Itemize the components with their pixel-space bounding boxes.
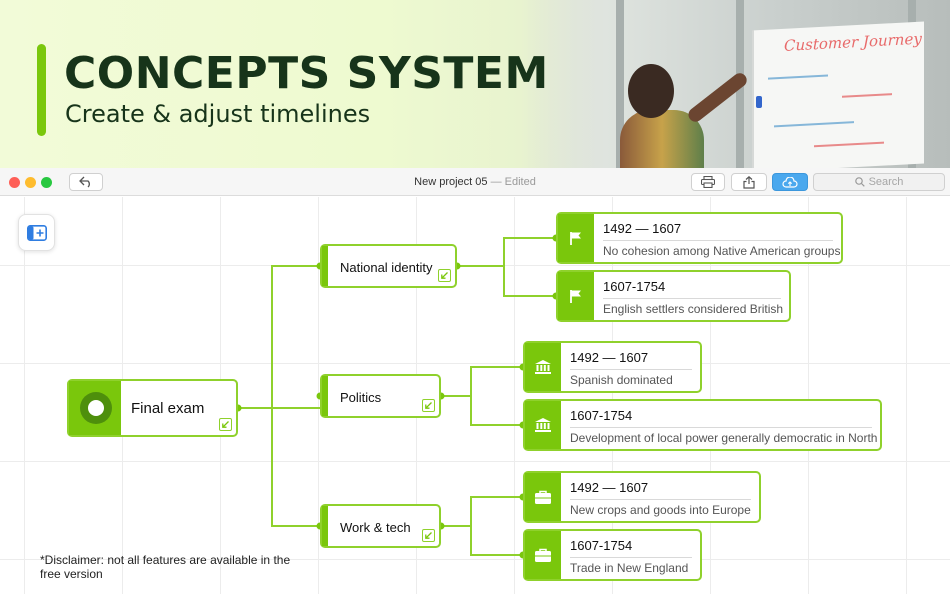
search-field[interactable]: Search <box>813 173 945 191</box>
branch-node-national-identity[interactable]: National identity <box>320 244 457 288</box>
share-icon <box>743 175 755 189</box>
target-icon <box>80 392 112 424</box>
photo-window-frame <box>616 0 624 168</box>
leaf-divider <box>570 557 692 558</box>
flag-icon <box>570 232 581 245</box>
hero-title: CONCEPTS SYSTEM <box>64 48 549 99</box>
minimize-window-button[interactable] <box>25 177 36 188</box>
undo-icon <box>79 176 90 188</box>
branch-node-edge <box>322 246 328 286</box>
project-name: New project 05 <box>414 176 488 188</box>
zoom-window-button[interactable] <box>41 177 52 188</box>
search-icon <box>854 177 865 187</box>
bank-icon <box>535 360 551 374</box>
leaf-divider <box>603 298 781 299</box>
leaf-divider <box>570 369 692 370</box>
leaf-description: Trade in New England <box>570 561 689 575</box>
leaf-title: 1492 — 1607 <box>603 221 682 236</box>
leaf-icon-column <box>525 401 561 449</box>
leaf-icon-column <box>525 343 561 391</box>
leaf-icon-column <box>525 531 561 579</box>
briefcase-icon <box>535 490 551 504</box>
whiteboard-line <box>768 74 828 80</box>
leaf-node[interactable]: 1492 — 1607 Spanish dominated <box>523 341 702 393</box>
branch-node-label: Work & tech <box>340 520 411 535</box>
leaf-description: Spanish dominated <box>570 373 673 387</box>
collapse-icon[interactable] <box>422 529 435 542</box>
branch-node-label: National identity <box>340 260 433 275</box>
cloud-upload-icon <box>782 176 798 188</box>
hero-banner: Customer Journey CONCEPTS SYSTEM Create … <box>0 0 950 168</box>
flag-icon <box>570 290 581 303</box>
leaf-icon-column <box>558 272 594 320</box>
close-window-button[interactable] <box>9 177 20 188</box>
share-button[interactable] <box>731 173 767 191</box>
print-icon <box>701 176 715 188</box>
collapse-icon[interactable] <box>438 269 451 282</box>
leaf-node[interactable]: 1607-1754 English settlers considered Br… <box>556 270 791 322</box>
briefcase-icon <box>535 548 551 562</box>
branch-node-label: Politics <box>340 390 382 405</box>
leaf-description: Development of local power generally dem… <box>570 431 878 445</box>
sidebar-add-icon <box>26 224 47 241</box>
window-title: New project 05 — Edited <box>0 176 950 188</box>
leaf-title: 1492 — 1607 <box>570 350 649 365</box>
marker <box>756 96 762 108</box>
leaf-node[interactable]: 1492 — 1607 New crops and goods into Eur… <box>523 471 761 523</box>
leaf-title: 1492 — 1607 <box>570 480 649 495</box>
leaf-icon-column <box>525 473 561 521</box>
root-node-final-exam[interactable]: Final exam <box>67 379 238 437</box>
leaf-divider <box>570 427 872 428</box>
print-button[interactable] <box>691 173 725 191</box>
sidebar-toggle-button[interactable] <box>18 214 55 251</box>
undo-button[interactable] <box>69 173 103 191</box>
collapse-icon[interactable] <box>219 418 232 431</box>
hero-subtitle: Create & adjust timelines <box>65 100 371 128</box>
leaf-node[interactable]: 1607-1754 Trade in New England <box>523 529 702 581</box>
root-node-label: Final exam <box>131 400 205 417</box>
cloud-sync-button[interactable] <box>772 173 808 191</box>
leaf-node[interactable]: 1607-1754 Development of local power gen… <box>523 399 882 451</box>
bank-icon <box>535 418 551 432</box>
title-bar: New project 05 — Edited <box>0 168 950 196</box>
app-window: New project 05 — Edited <box>0 168 950 594</box>
edited-label: — Edited <box>490 176 536 188</box>
whiteboard-line <box>842 93 892 98</box>
branch-node-edge <box>322 506 328 546</box>
whiteboard-line <box>814 141 884 148</box>
leaf-description: No cohesion among Native American groups <box>603 244 841 258</box>
leaf-description: English settlers considered British <box>603 302 784 316</box>
branch-node-work-tech[interactable]: Work & tech <box>320 504 441 548</box>
leaf-divider <box>570 499 751 500</box>
branch-node-edge <box>322 376 328 416</box>
leaf-title: 1607-1754 <box>570 538 633 553</box>
leaf-icon-column <box>558 214 594 262</box>
leaf-divider <box>603 240 833 241</box>
root-node-icon-column <box>69 381 121 435</box>
leaf-title: 1607-1754 <box>570 408 633 423</box>
leaf-node[interactable]: 1492 — 1607 No cohesion among Native Ame… <box>556 212 843 264</box>
leaf-title: 1607-1754 <box>603 279 666 294</box>
disclaimer-text: *Disclaimer: not all features are availa… <box>40 553 291 581</box>
whiteboard-line <box>774 121 854 128</box>
person-head <box>628 64 674 118</box>
whiteboard-text: Customer Journey <box>784 29 922 55</box>
search-placeholder: Search <box>868 176 904 188</box>
collapse-icon[interactable] <box>422 399 435 412</box>
hero-accent-bar <box>37 44 46 136</box>
whiteboard: Customer Journey <box>752 21 924 168</box>
branch-node-politics[interactable]: Politics <box>320 374 441 418</box>
leaf-description: New crops and goods into Europe <box>570 503 751 517</box>
